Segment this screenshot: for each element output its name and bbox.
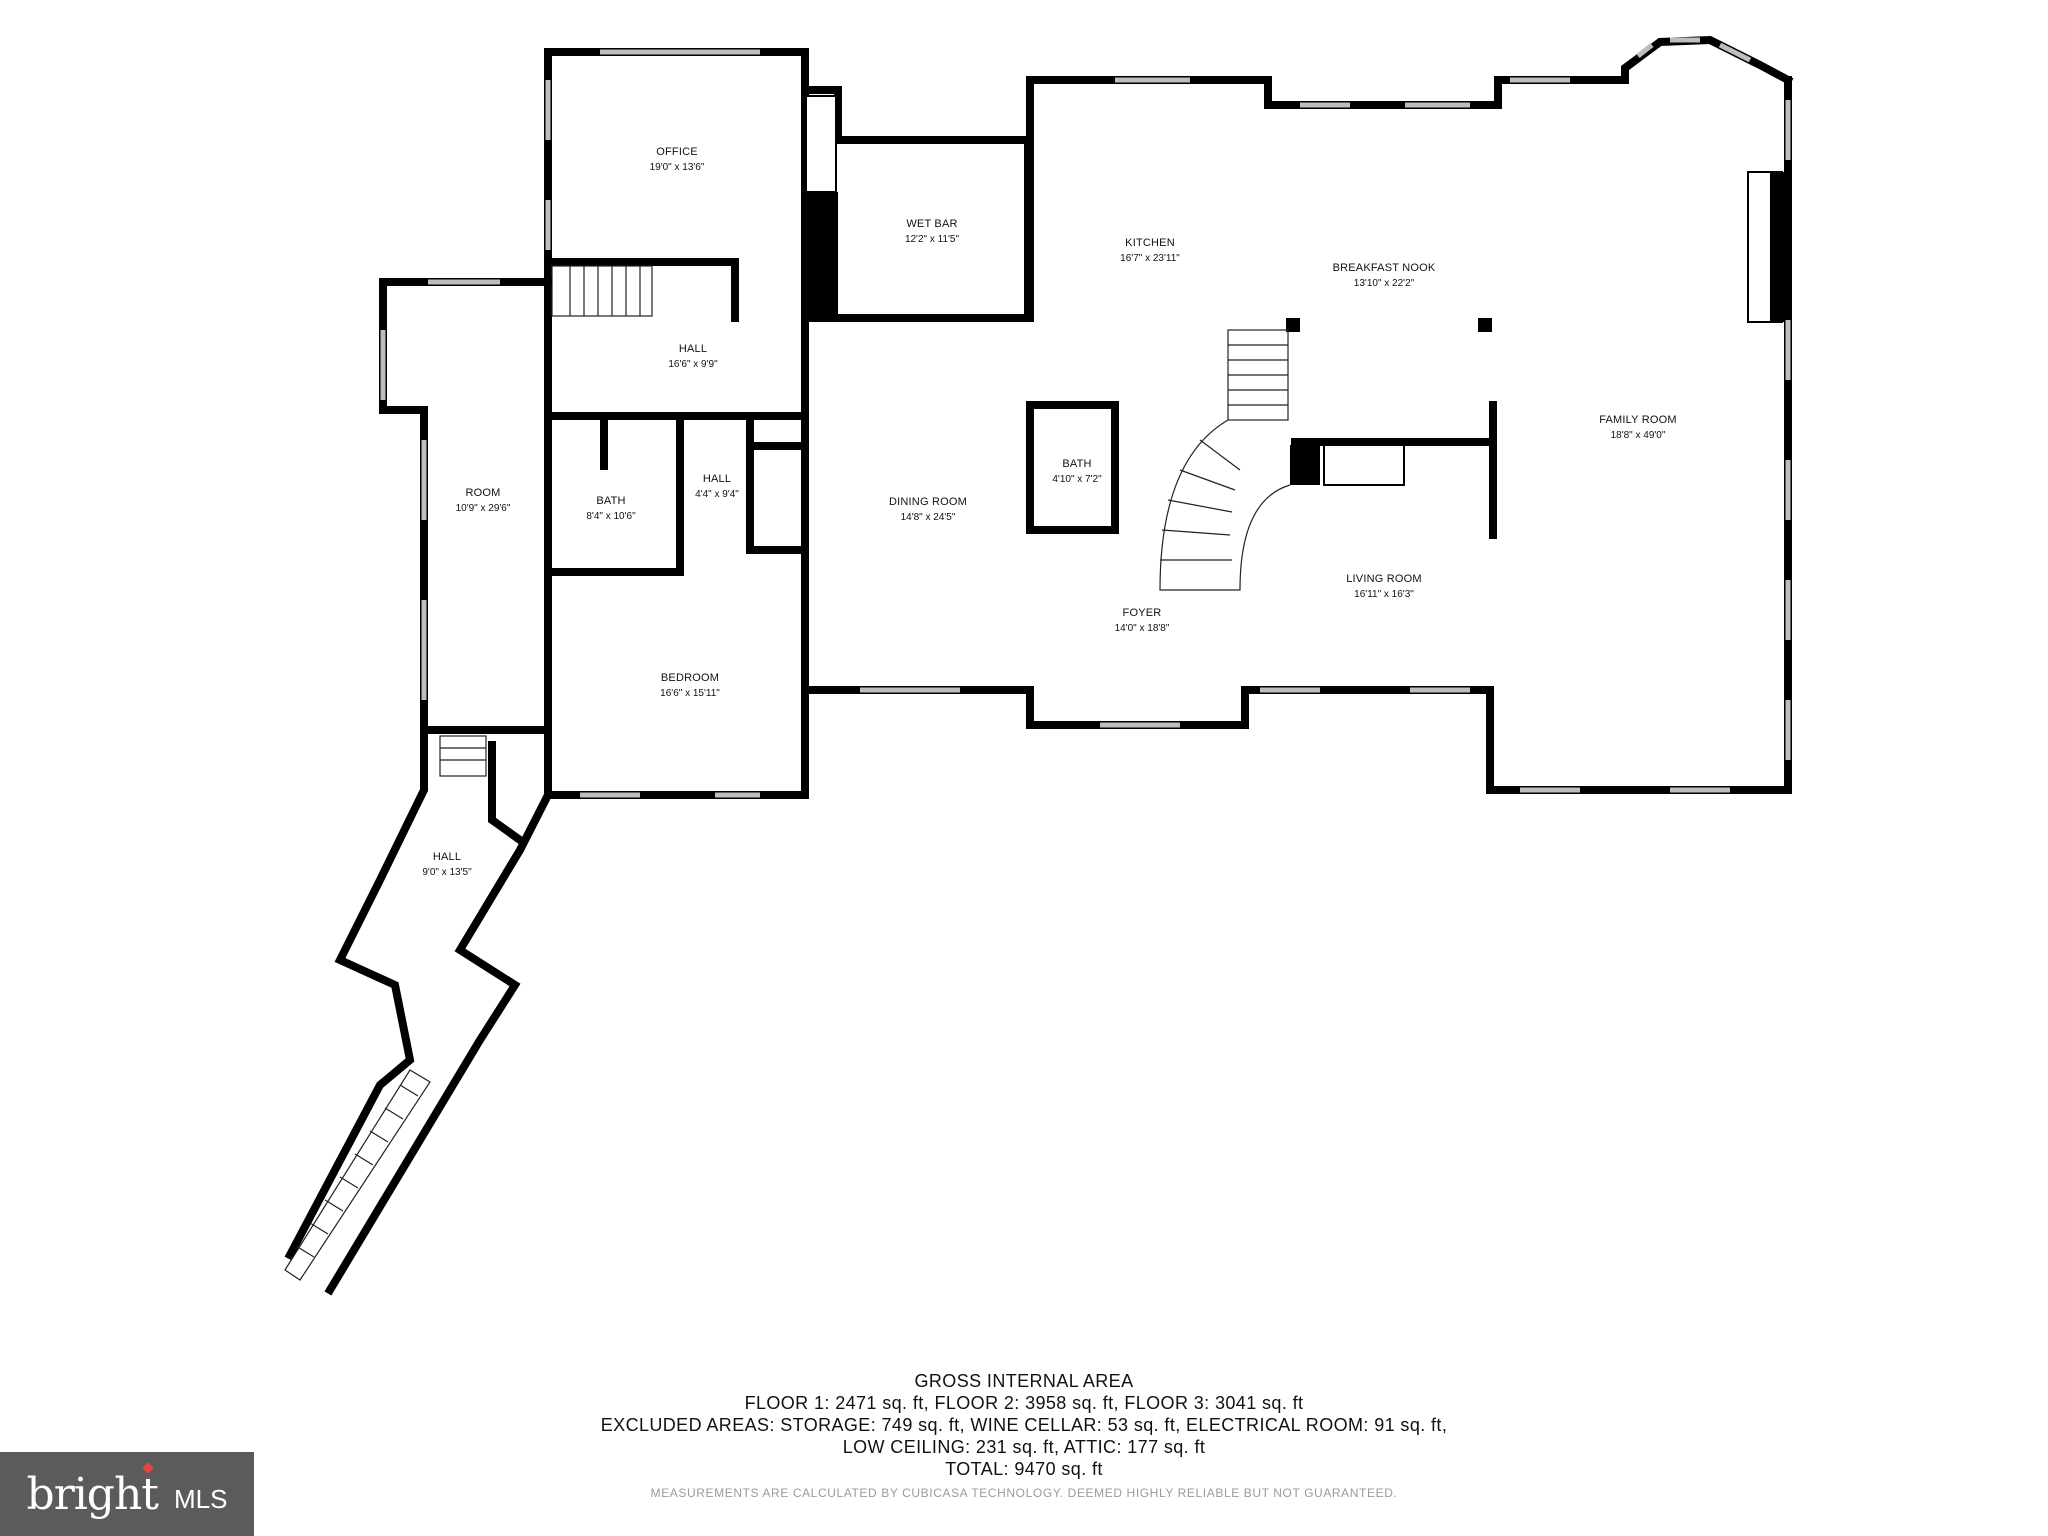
family-room-label: FAMILY ROOM 18'8" x 49'0"	[1599, 414, 1677, 441]
wet-bar-label: WET BAR 12'2" x 11'5"	[905, 218, 960, 245]
lower-hall-stairs	[284, 1069, 431, 1281]
gross-area-summary: GROSS INTERNAL AREA FLOOR 1: 2471 sq. ft…	[424, 1370, 1624, 1504]
svg-text:HALL: HALL	[703, 473, 731, 485]
lower-hall-entry-stairs	[439, 735, 487, 777]
center-walls	[801, 35, 1794, 794]
svg-text:19'0" x 13'6": 19'0" x 13'6"	[650, 162, 705, 173]
svg-text:4'4" x 9'4": 4'4" x 9'4"	[695, 489, 739, 500]
svg-text:FOYER: FOYER	[1123, 607, 1162, 619]
area-floors: FLOOR 1: 2471 sq. ft, FLOOR 2: 3958 sq. …	[744, 1393, 1304, 1413]
room-walls	[379, 278, 809, 799]
svg-text:DINING ROOM: DINING ROOM	[889, 496, 967, 508]
svg-text:BATH: BATH	[596, 495, 625, 507]
area-total: TOTAL: 9470 sq. ft	[945, 1459, 1103, 1479]
svg-text:9'0" x 13'5": 9'0" x 13'5"	[422, 867, 472, 878]
center-windows	[860, 37, 1791, 793]
svg-text:13'10" x 22'2": 13'10" x 22'2"	[1354, 278, 1415, 289]
room-label: ROOM 10'9" x 29'6"	[456, 487, 511, 514]
area-excluded: EXCLUDED AREAS: STORAGE: 749 sq. ft, WIN…	[600, 1415, 1448, 1435]
svg-text:HALL: HALL	[433, 851, 461, 863]
svg-text:WET BAR: WET BAR	[906, 218, 957, 230]
svg-text:BREAKFAST NOOK: BREAKFAST NOOK	[1333, 262, 1436, 274]
foyer-label: FOYER 14'0" x 18'8"	[1115, 607, 1170, 634]
living-room-label: LIVING ROOM 16'11" x 16'3"	[1346, 573, 1422, 600]
svg-text:8'4" x 10'6": 8'4" x 10'6"	[586, 511, 636, 522]
svg-text:ROOM: ROOM	[465, 487, 500, 499]
svg-text:12'2" x 11'5": 12'2" x 11'5"	[905, 234, 960, 245]
office-label: OFFICE 19'0" x 13'6"	[650, 146, 705, 173]
area-excluded-2: LOW CEILING: 231 sq. ft, ATTIC: 177 sq. …	[842, 1437, 1206, 1457]
foyer-stairs	[1159, 329, 1291, 591]
bedroom-label: BEDROOM 16'6" x 15'11"	[660, 672, 720, 699]
svg-text:16'7" x 23'11": 16'7" x 23'11"	[1120, 253, 1180, 264]
hall-lower-label: HALL 9'0" x 13'5"	[422, 851, 472, 878]
svg-text:14'8" x 24'5": 14'8" x 24'5"	[901, 512, 956, 523]
svg-text:16'6" x 9'9": 16'6" x 9'9"	[668, 359, 718, 370]
area-disclaimer: MEASUREMENTS ARE CALCULATED BY CUBICASA …	[650, 1486, 1398, 1500]
office-windows	[545, 49, 760, 250]
dining-room-label: DINING ROOM 14'8" x 24'5"	[889, 496, 967, 523]
svg-text:16'6" x 15'11": 16'6" x 15'11"	[660, 688, 720, 699]
breakfast-nook-label: BREAKFAST NOOK 13'10" x 22'2"	[1333, 262, 1436, 289]
lower-hall-walls	[284, 726, 552, 1296]
area-heading: GROSS INTERNAL AREA	[914, 1371, 1134, 1391]
svg-text:16'11" x 16'3": 16'11" x 16'3"	[1354, 589, 1414, 600]
svg-text:OFFICE: OFFICE	[656, 146, 698, 158]
living-fireplace	[1290, 444, 1405, 486]
svg-text:14'0" x 18'8": 14'0" x 18'8"	[1115, 623, 1170, 634]
hall-upper-label: HALL 16'6" x 9'9"	[668, 343, 718, 370]
columns	[1286, 318, 1492, 332]
bright-mls-logo: bright MLS	[0, 1452, 254, 1536]
bath-small-label: BATH 4'10" x 7'2"	[1052, 458, 1102, 485]
svg-text:KITCHEN: KITCHEN	[1125, 237, 1175, 249]
office-fireplace	[805, 95, 838, 318]
svg-text:4'10" x 7'2": 4'10" x 7'2"	[1052, 474, 1102, 485]
svg-text:HALL: HALL	[679, 343, 707, 355]
kitchen-label: KITCHEN 16'7" x 23'11"	[1120, 237, 1180, 264]
hall-small-label: HALL 4'4" x 9'4"	[695, 473, 739, 500]
office-walls	[544, 48, 1032, 564]
family-fireplace	[1747, 171, 1784, 323]
room-windows	[380, 279, 760, 798]
svg-text:10'9" x 29'6": 10'9" x 29'6"	[456, 503, 511, 514]
logo-brand: bright	[26, 1468, 159, 1520]
svg-text:BEDROOM: BEDROOM	[661, 672, 719, 684]
logo-suffix: MLS	[174, 1483, 228, 1514]
svg-text:18'8" x 49'0": 18'8" x 49'0"	[1611, 430, 1666, 441]
office-stairs	[551, 265, 653, 317]
svg-text:BATH: BATH	[1062, 458, 1091, 470]
svg-text:LIVING ROOM: LIVING ROOM	[1346, 573, 1422, 585]
bath-left-label: BATH 8'4" x 10'6"	[586, 495, 636, 522]
svg-text:FAMILY ROOM: FAMILY ROOM	[1599, 414, 1677, 426]
